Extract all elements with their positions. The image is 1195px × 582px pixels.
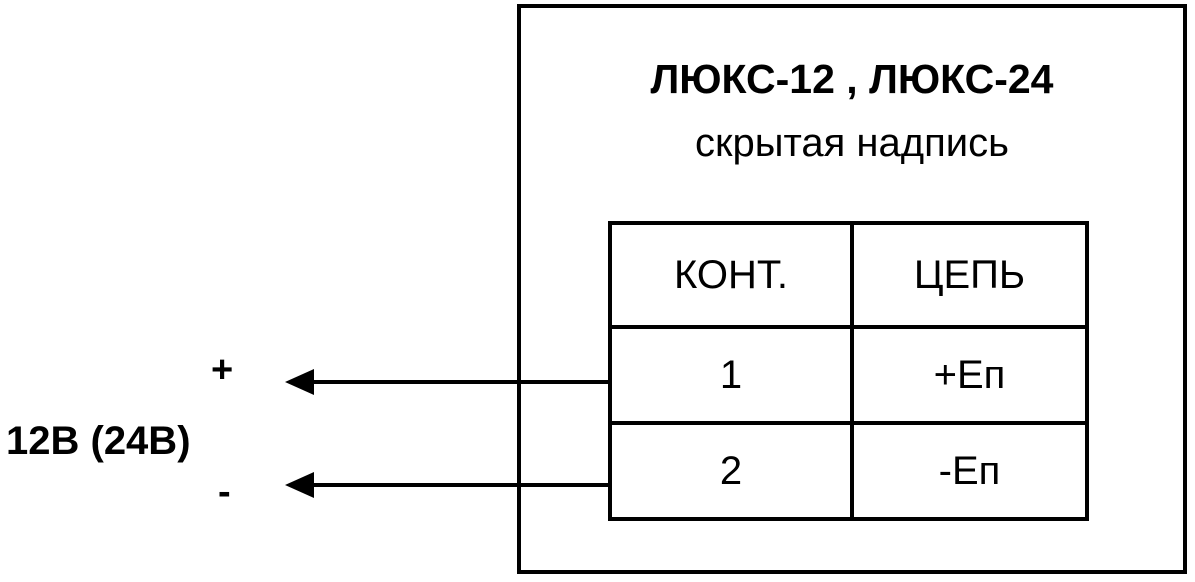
row-1-contact: 1	[608, 325, 854, 425]
device-title: ЛЮКС-12 , ЛЮКС-24	[650, 56, 1054, 102]
device-enclosure	[517, 4, 1187, 574]
plus-arrowhead	[285, 369, 314, 395]
table-row: 1 +Еп	[608, 325, 1089, 425]
header-circuit: ЦЕПЬ	[850, 221, 1089, 329]
row-2-circuit: -Еп	[850, 421, 1089, 521]
device-subtitle: скрытая надпись	[695, 121, 1009, 165]
table-header-row: КОНТ. ЦЕПЬ	[608, 221, 1089, 329]
table-row: 2 -Еп	[608, 421, 1089, 521]
row-1-circuit: +Еп	[850, 325, 1089, 425]
pinout-table: КОНТ. ЦЕПЬ 1 +Еп 2 -Еп	[608, 221, 1089, 521]
supply-voltage-label: 12В (24В)	[6, 419, 191, 463]
minus-arrowhead	[285, 472, 314, 498]
header-contact: КОНТ.	[608, 221, 854, 329]
plus-sign: +	[211, 349, 234, 391]
row-2-contact: 2	[608, 421, 854, 521]
minus-sign: -	[218, 471, 231, 513]
